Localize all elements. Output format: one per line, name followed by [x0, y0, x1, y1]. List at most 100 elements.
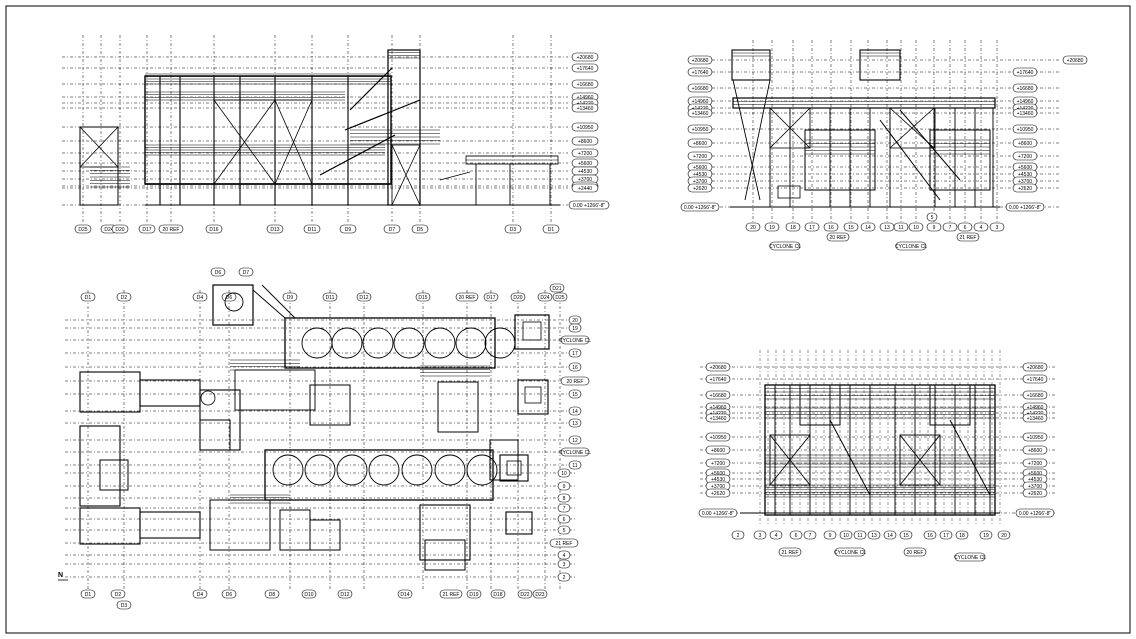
grid-label: 7	[563, 506, 566, 512]
grid-label: D6	[226, 295, 233, 301]
grid-label: +2440	[578, 186, 592, 192]
structure-member	[514, 314, 550, 350]
grid-label: 3	[996, 225, 999, 231]
grid-bubble	[687, 83, 713, 93]
grid-tag: 17	[939, 530, 953, 540]
cyclone-row-top	[284, 317, 496, 369]
grid-label: +17640	[1017, 70, 1034, 76]
column-tag: D12	[337, 589, 353, 599]
grid-bubble	[571, 103, 599, 113]
grid-tag: 16	[923, 530, 937, 540]
grid-label: 6	[563, 517, 566, 523]
grid-label: 20	[572, 318, 578, 324]
structure-member	[209, 499, 271, 551]
grid-label: 9	[829, 533, 832, 539]
grid-tag: CYCLONE CL	[769, 241, 801, 251]
grid-tag: 19	[764, 222, 780, 232]
grid-label: 2	[737, 533, 740, 539]
grid-label: 9	[933, 225, 936, 231]
grid-tag: 11	[893, 222, 909, 232]
level-tag: +2620	[705, 488, 731, 498]
grid-label: +3700	[711, 484, 725, 490]
grid-label: 7	[809, 533, 812, 539]
grid-bubble	[1012, 67, 1038, 77]
grid-tag: 20 REF	[826, 232, 850, 242]
grid-bubble	[455, 292, 479, 302]
grid-tag: 14	[860, 222, 876, 232]
grid-bubble	[687, 108, 713, 118]
grid-tag: 2	[731, 530, 745, 540]
column-tag: D17	[483, 292, 499, 302]
grid-label: D2	[121, 295, 128, 301]
structure-member	[274, 99, 313, 185]
column-tag: D12	[356, 292, 372, 302]
level-tag: +8600	[1022, 445, 1048, 455]
column-tag: D5	[411, 224, 429, 234]
cyclone-row-bottom	[264, 449, 494, 501]
grid-label: +8600	[693, 141, 707, 147]
grid-label: CYCLONE CL	[954, 555, 986, 561]
grid-bubble	[979, 530, 993, 540]
level-tag: +17640	[1022, 374, 1048, 384]
grid-tag: 20	[997, 530, 1011, 540]
grid-label: +5600	[1018, 165, 1032, 171]
grid-bubble	[571, 63, 599, 73]
grid-label: +8600	[1028, 448, 1042, 454]
level-tag: +4530	[687, 169, 713, 179]
grid-bubble	[705, 445, 731, 455]
row-tag: 17	[568, 348, 582, 358]
grid-label: 0.00 +1266'-8"	[1019, 511, 1052, 517]
structure-member	[309, 519, 341, 551]
row-tag: 7	[557, 503, 571, 513]
grid-bubble	[705, 390, 731, 400]
grid-label: +13460	[1027, 416, 1044, 422]
grid-label: +4530	[1018, 172, 1032, 178]
grid-bubble	[264, 589, 280, 599]
drawing-line	[732, 79, 761, 201]
column-tag: D7	[383, 224, 401, 234]
grid-bubble	[1022, 362, 1048, 372]
grid-bubble	[552, 292, 568, 302]
grid-tag: 20 REF	[903, 547, 927, 557]
grid-tag: 13	[879, 222, 895, 232]
grid-label: 13	[884, 225, 890, 231]
grid-label: D6	[226, 592, 233, 598]
level-tag: +13460	[1012, 108, 1038, 118]
grid-bubble	[785, 222, 801, 232]
structure-member	[506, 460, 522, 476]
grid-bubble	[192, 589, 208, 599]
grid-label: D6	[215, 270, 222, 276]
grid-tag: 5	[926, 212, 938, 222]
grid-label: +20680	[710, 365, 727, 371]
grid-bubble	[411, 224, 429, 234]
grid-bubble	[571, 52, 599, 62]
grid-label: 10	[843, 533, 849, 539]
grid-tag: 6	[789, 530, 803, 540]
grid-bubble	[899, 530, 913, 540]
structure-member	[79, 126, 119, 206]
grid-bubble	[923, 530, 937, 540]
level-tag: +17640	[1012, 67, 1038, 77]
structure-member	[437, 381, 479, 433]
grid-label: +10950	[1027, 435, 1044, 441]
grid-bubble	[557, 481, 571, 491]
bracing	[889, 107, 935, 149]
grid-label: +17640	[577, 66, 594, 72]
grid-tag: CYCLONE CL	[895, 241, 927, 251]
level-tag: +20680	[571, 52, 599, 62]
level-tag: +3700	[705, 481, 731, 491]
grid-bubble	[956, 232, 980, 242]
grid-bubble	[698, 508, 738, 518]
grid-label: +20680	[692, 58, 709, 64]
row-tag: 10	[557, 468, 571, 478]
grid-bubble	[116, 292, 132, 302]
grid-label: D20	[513, 295, 522, 301]
grid-label: 14	[865, 225, 871, 231]
grid-bubble	[266, 224, 284, 234]
grid-bubble	[542, 224, 560, 234]
grid-label: +16680	[710, 393, 727, 399]
grid-label: +8600	[1018, 141, 1032, 147]
column-tag: D8	[264, 589, 280, 599]
drawing-line	[261, 284, 296, 319]
grid-label: +13460	[1017, 111, 1034, 117]
